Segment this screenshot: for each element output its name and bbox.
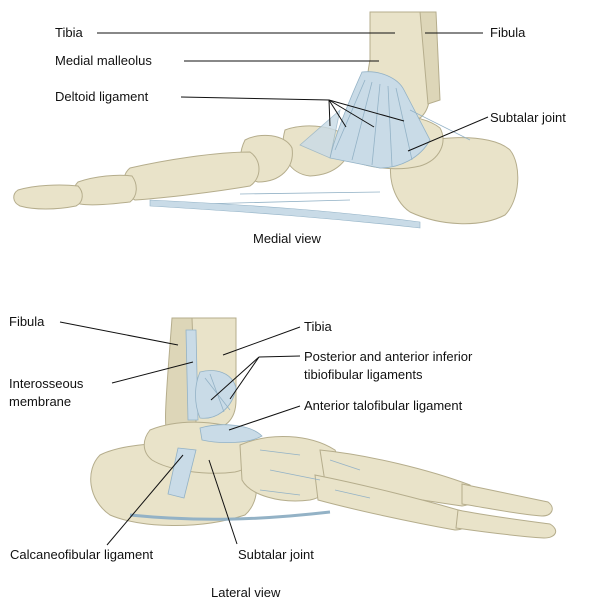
leader-lateral-tibia (223, 327, 300, 355)
leader-tibiofibular-1 (259, 356, 300, 357)
label-lateral-fibula: Fibula (9, 314, 44, 329)
label-tibiofibular-line-2: tibiofibular ligaments (304, 367, 423, 382)
label-interosseous-line-2: membrane (9, 394, 71, 409)
label-medial-fibula: Fibula (490, 25, 525, 40)
leader-lateral-subtalar (209, 460, 237, 544)
label-anterior-talofibular: Anterior talofibular ligament (304, 398, 462, 413)
label-calcaneofibular: Calcaneofibular ligament (10, 547, 153, 562)
leader-lateral-fibula (60, 322, 178, 345)
leader-tibiofibular-3 (230, 357, 259, 399)
leader-interosseous (112, 362, 193, 383)
label-medial-tibia: Tibia (55, 25, 83, 40)
leader-talofibular (229, 406, 300, 430)
leader-deltoid-fan-3 (329, 100, 374, 127)
label-medial-subtalar-joint: Subtalar joint (490, 110, 566, 125)
label-medial-malleolus: Medial malleolus (55, 53, 152, 68)
label-lateral-subtalar-joint: Subtalar joint (238, 547, 314, 562)
leader-medial-subtalar (408, 117, 488, 151)
caption-lateral-view: Lateral view (211, 585, 280, 600)
caption-medial-view: Medial view (253, 231, 321, 246)
label-interosseous-line-1: Interosseous (9, 376, 83, 391)
label-tibiofibular-line-1: Posterior and anterior inferior (304, 349, 472, 364)
label-deltoid-ligament: Deltoid ligament (55, 89, 148, 104)
leader-tibiofibular-2 (211, 357, 259, 400)
leader-calcaneofibular (107, 455, 183, 545)
leader-deltoid (181, 97, 329, 100)
leader-deltoid-fan-1 (329, 100, 330, 126)
label-lateral-tibia: Tibia (304, 319, 332, 334)
